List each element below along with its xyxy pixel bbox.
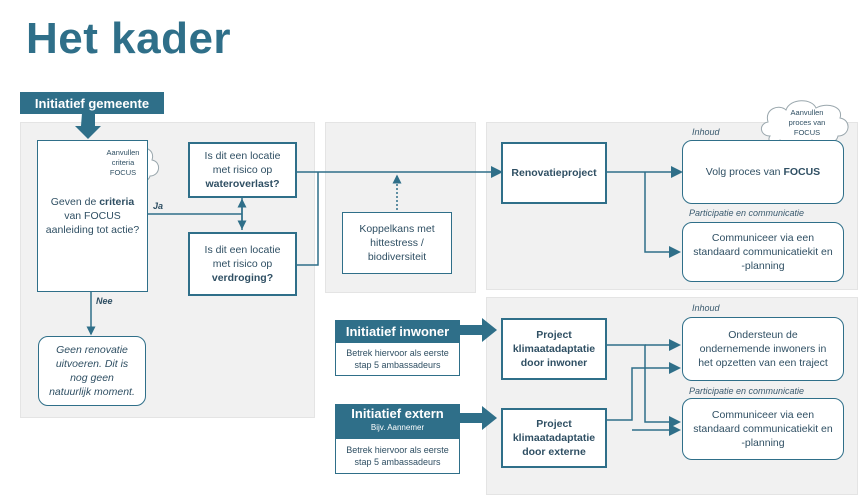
communiceer-box-bottom: Communiceer via een standaard communicat… (682, 398, 844, 460)
section-inhoud-top: Inhoud (692, 127, 720, 137)
section-participatie-top: Participatie en communicatie (689, 208, 805, 218)
section-inhoud-bottom: Inhoud (692, 303, 720, 313)
project-inwoner-box: Project klimaatadaptatie door inwoner (501, 318, 607, 380)
betrek-extern-box: Betrek hiervoor als eerste stap 5 ambass… (335, 438, 460, 474)
geen-renovatie-box: Geen renovatie uitvoeren. Dit is nog gee… (38, 336, 146, 406)
label-ja: Ja (153, 201, 164, 211)
ondersteun-box: Ondersteun de ondernemende inwoners in h… (682, 317, 844, 381)
communiceer-box-top: Communiceer via een standaard communicat… (682, 222, 844, 282)
renovatieproject-box: Renovatieproject (501, 142, 607, 204)
volg-proces-box: Volg proces van FOCUS (682, 140, 844, 204)
initiatief-inwoner-header: Initiatief inwoner (335, 320, 460, 342)
question-verdroging: Is dit een locatie met risico op verdrog… (188, 232, 297, 296)
arrow-extern (460, 406, 497, 430)
project-extern-box: Project klimaatadaptatie door externe (501, 408, 607, 468)
initiatief-gemeente-header: Initiatief gemeente (20, 92, 164, 114)
betrek-inwoner-box: Betrek hiervoor als eerste stap 5 ambass… (335, 342, 460, 376)
koppelkans-box: Koppelkans met hittestress / biodiversit… (342, 212, 452, 274)
arrow-inwoner (460, 318, 497, 342)
criteria-text: Geven de criteria van FOCUS aanleiding t… (45, 196, 140, 236)
arrow-gemeente-down (75, 113, 101, 139)
question-wateroverlast: Is dit een locatie met risico op waterov… (188, 142, 297, 198)
initiatief-extern-header: Initiatief extern Bijv. Aannemer (335, 404, 460, 438)
page-title: Het kader (26, 14, 232, 63)
criteria-box: Geven de criteria van FOCUS aanleiding t… (37, 140, 148, 292)
label-nee: Nee (96, 296, 113, 306)
section-participatie-bottom: Participatie en communicatie (689, 386, 805, 396)
